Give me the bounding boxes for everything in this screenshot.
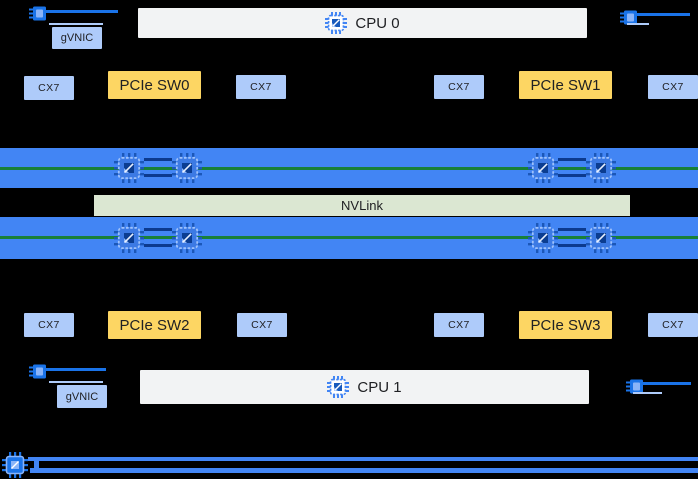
cx7-box: CX7 xyxy=(236,75,286,99)
gpu-chip-icon xyxy=(172,223,202,253)
network-link-line-light xyxy=(633,392,662,394)
gpu-connector-line xyxy=(144,158,172,161)
gpu-connector-line xyxy=(144,228,172,231)
network-link-line-light xyxy=(627,23,649,25)
cpu0-label: CPU 0 xyxy=(355,14,400,32)
gvnic-label: gVNIC xyxy=(60,32,94,44)
cx7-box: CX7 xyxy=(648,75,698,99)
gpu-band-1 xyxy=(0,148,698,188)
nvlink-green-line xyxy=(0,167,698,170)
gpu-connector-line xyxy=(144,244,172,247)
cx7-label: CX7 xyxy=(448,319,470,331)
network-link-line-light xyxy=(49,381,103,383)
cx7-label: CX7 xyxy=(662,319,684,331)
nvlink-label: NVLink xyxy=(341,198,383,213)
nic-icon xyxy=(29,6,47,22)
nic-icon xyxy=(29,364,47,380)
network-link-line-light xyxy=(49,23,103,25)
cpu1-label: CPU 1 xyxy=(357,378,402,396)
gpu-connector-line xyxy=(558,174,586,177)
network-rail-line xyxy=(30,468,698,473)
gpu-chip-icon xyxy=(528,223,558,253)
pcie-sw1-label: PCIe SW1 xyxy=(530,76,601,94)
network-rail-line xyxy=(28,457,698,461)
gpu-chip-icon xyxy=(586,153,616,183)
pcie-sw1-box: PCIe SW1 xyxy=(519,71,612,99)
network-link-line xyxy=(643,382,691,385)
nvlink-box: NVLink xyxy=(93,194,631,217)
pcie-sw2-box: PCIe SW2 xyxy=(108,311,201,339)
nic-icon xyxy=(626,379,644,395)
network-link-line xyxy=(637,13,690,16)
gpu-chip-icon xyxy=(528,153,558,183)
gpu-connector-line xyxy=(558,158,586,161)
gvnic-box: gVNIC xyxy=(52,27,102,49)
cpu1-box: CPU 1 xyxy=(140,370,589,404)
cx7-label: CX7 xyxy=(662,81,684,93)
cx7-box: CX7 xyxy=(648,313,698,337)
nic-icon xyxy=(620,10,638,26)
pcie-sw3-label: PCIe SW3 xyxy=(530,316,601,334)
gpu-connector-line xyxy=(558,228,586,231)
gpu-chip-icon xyxy=(586,223,616,253)
network-rail-connector xyxy=(34,457,39,473)
gvnic-box: gVNIC xyxy=(57,385,107,408)
gpu-connector-line xyxy=(144,174,172,177)
cx7-label: CX7 xyxy=(251,319,273,331)
pcie-sw3-box: PCIe SW3 xyxy=(519,311,612,339)
pcie-sw0-box: PCIe SW0 xyxy=(108,71,201,99)
cx7-box: CX7 xyxy=(434,75,484,99)
cx7-label: CX7 xyxy=(250,81,272,93)
cx7-label: CX7 xyxy=(38,82,60,94)
gpu-chip-icon xyxy=(114,223,144,253)
gpu-connector-line xyxy=(558,244,586,247)
chip-icon xyxy=(325,12,348,34)
cx7-box: CX7 xyxy=(24,313,74,337)
gpu-chip-icon xyxy=(172,153,202,183)
cx7-label: CX7 xyxy=(448,81,470,93)
cx7-box: CX7 xyxy=(24,76,74,100)
cx7-label: CX7 xyxy=(38,319,60,331)
nvlink-green-line xyxy=(0,236,698,239)
network-chip-icon xyxy=(2,452,28,478)
network-link-line xyxy=(46,10,118,13)
gpu-chip-icon xyxy=(114,153,144,183)
cx7-box: CX7 xyxy=(434,313,484,337)
pcie-sw2-label: PCIe SW2 xyxy=(119,316,190,334)
network-link-line xyxy=(46,368,106,371)
chip-icon xyxy=(327,376,350,398)
gpu-band-2 xyxy=(0,217,698,259)
cpu0-box: CPU 0 xyxy=(138,8,587,38)
cx7-box: CX7 xyxy=(237,313,287,337)
gvnic-label: gVNIC xyxy=(65,390,99,403)
pcie-sw0-label: PCIe SW0 xyxy=(119,76,190,94)
